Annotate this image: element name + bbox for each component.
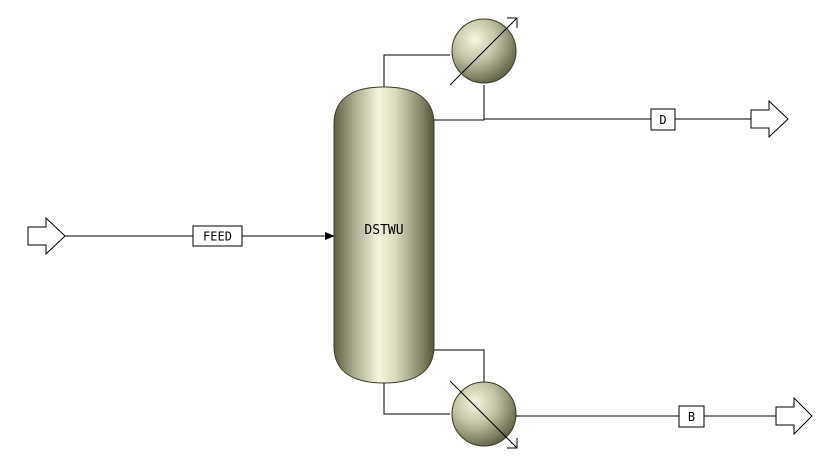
condenser-reflux-line[interactable]: [434, 85, 485, 121]
feed-stream-tag[interactable]: FEED: [192, 225, 243, 247]
reboiler-return-line[interactable]: [434, 349, 485, 383]
distillation-column[interactable]: DSTWU: [333, 86, 435, 384]
condenser-arrow-tip: [507, 17, 518, 28]
condenser-vapor-line[interactable]: [383, 54, 450, 87]
reboiler-liquid-line[interactable]: [383, 383, 450, 415]
feed-inlet-arrow[interactable]: [27, 216, 66, 256]
reboiler-arrow-icon: [449, 380, 518, 449]
feed-stream-label: FEED: [203, 230, 232, 244]
column-label: DSTWU: [364, 223, 403, 238]
bottoms-stream-label: B: [688, 410, 695, 424]
distillate-outlet-arrow[interactable]: [750, 99, 789, 139]
condenser-arrow-icon: [449, 17, 518, 86]
condenser-heat-exchanger[interactable]: [449, 17, 518, 86]
distillate-stream-label: D: [659, 113, 666, 127]
bottoms-outlet-arrow[interactable]: [775, 396, 813, 436]
bottoms-stream-tag[interactable]: B: [678, 405, 705, 428]
distillate-stream-tag[interactable]: D: [650, 108, 676, 131]
reboiler-arrow-tip: [507, 438, 518, 449]
reboiler-heat-exchanger[interactable]: [449, 380, 518, 449]
